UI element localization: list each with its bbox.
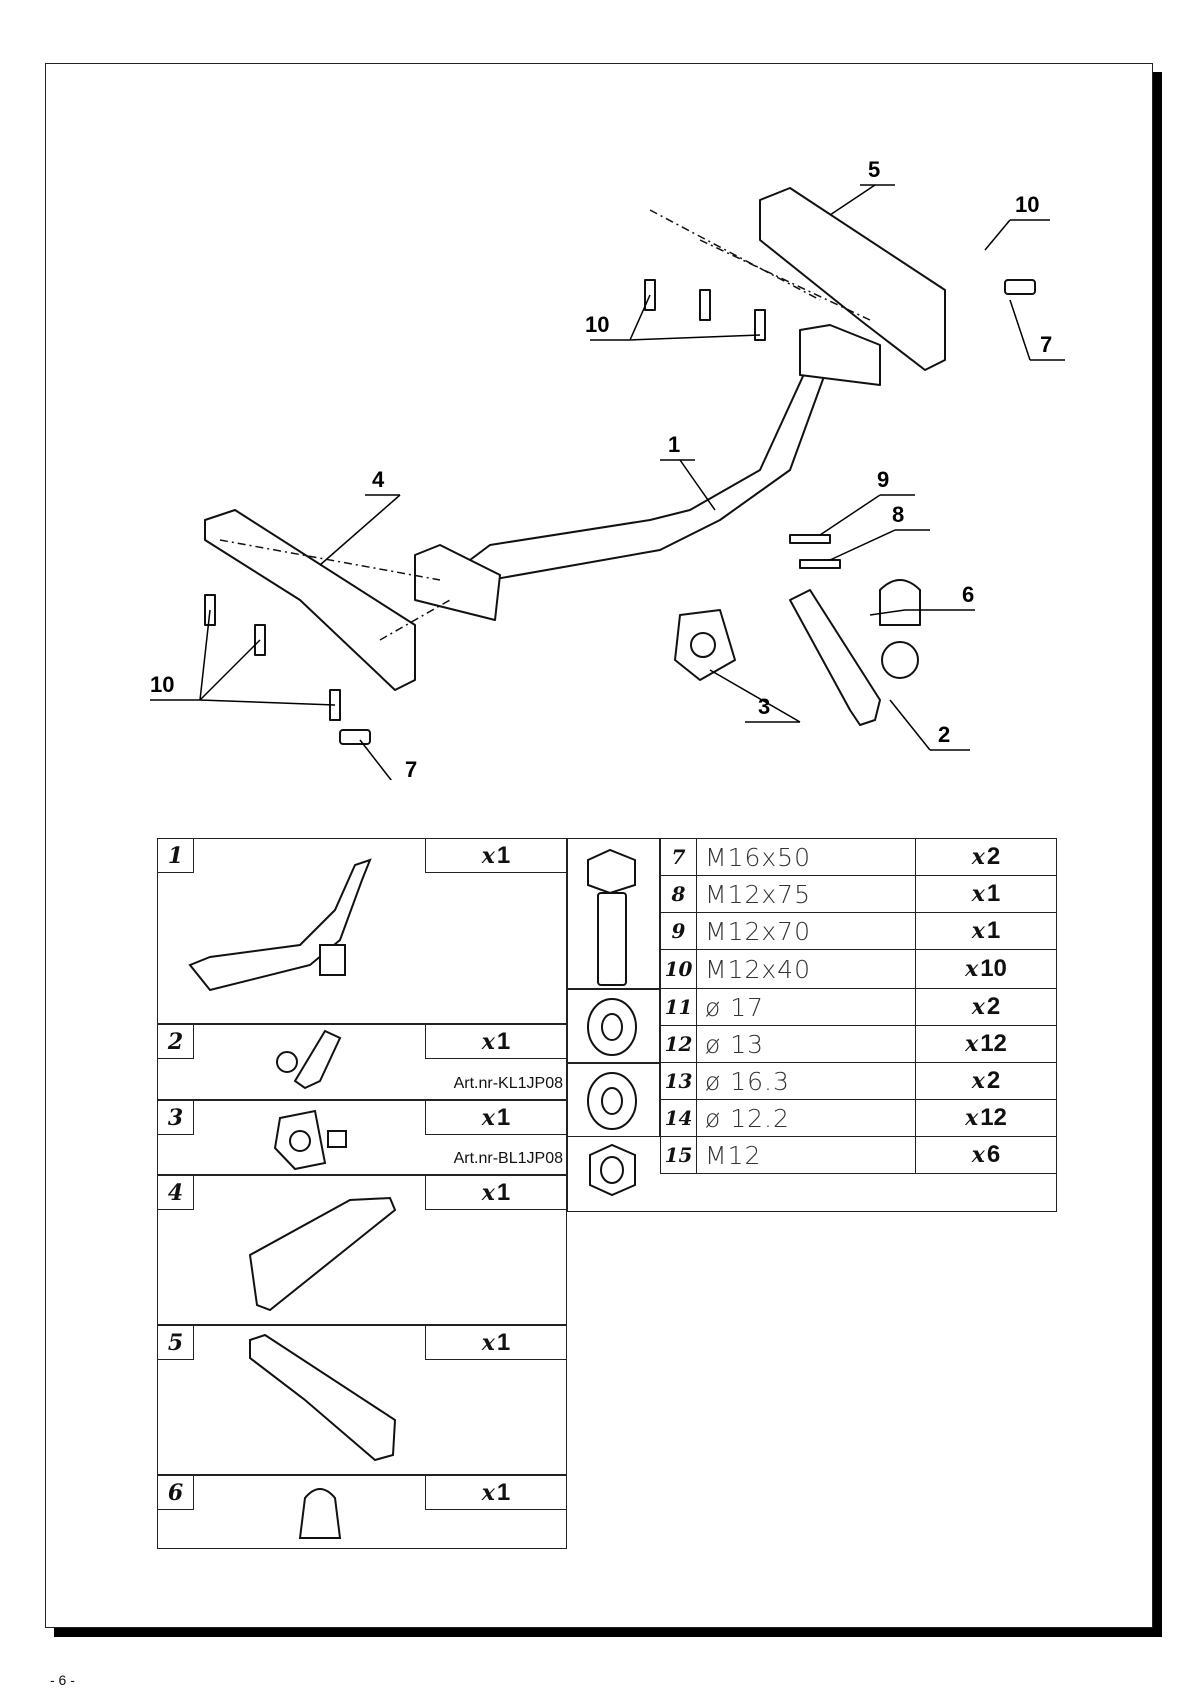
hardware-spec: M12x40 <box>696 949 916 989</box>
hardware-spec: M12 <box>696 1136 916 1174</box>
part-number: 2 <box>157 1024 194 1059</box>
callout-3: 3 <box>758 694 770 719</box>
part-number: 5 <box>157 1325 194 1360</box>
hardware-number: 12 <box>660 1025 697 1063</box>
hardware-number: 13 <box>660 1062 697 1100</box>
part-number: 6 <box>157 1475 194 1510</box>
part-number: 1 <box>157 838 194 873</box>
callout-6: 6 <box>962 582 974 607</box>
article-number: Art.nr-BL1JP08 <box>453 1150 563 1167</box>
hardware-spec: ø 16.3 <box>696 1062 916 1100</box>
callout-1: 1 <box>668 432 680 457</box>
article-number: Art.nr-KL1JP08 <box>453 1075 563 1092</box>
part-number: 4 <box>157 1175 194 1210</box>
callout-10-right: 10 <box>1015 192 1039 217</box>
callout-10-left: 10 <box>150 672 174 697</box>
hardware-spec: ø 12.2 <box>696 1099 916 1137</box>
left-plate <box>414 544 501 621</box>
part-image-beam <box>188 858 372 992</box>
hardware-number: 9 <box>660 912 697 950</box>
part-image-ball-cap <box>298 1488 342 1539</box>
part-image-right-bracket <box>249 1333 397 1462</box>
callout-7-right: 7 <box>1040 332 1052 357</box>
part-image-socket-plate <box>273 1109 347 1171</box>
hardware-spec: M12x70 <box>696 912 916 950</box>
hardware-number: 10 <box>660 949 697 989</box>
callout-9: 9 <box>877 467 889 492</box>
right-plate <box>799 324 881 386</box>
page-number: - 6 - <box>50 1672 75 1688</box>
hardware-number: 15 <box>660 1136 697 1174</box>
part-number: 3 <box>157 1100 194 1135</box>
hardware-spec: M16x50 <box>696 838 916 876</box>
callout-8: 8 <box>892 502 904 527</box>
hardware-images <box>587 848 637 1197</box>
part-image-towball <box>276 1029 342 1090</box>
right-bracket <box>759 187 946 371</box>
callout-10-top: 10 <box>585 312 609 337</box>
hardware-number: 7 <box>660 838 697 876</box>
part-image-left-bracket <box>248 1196 397 1312</box>
callout-7-left: 7 <box>405 757 417 780</box>
hardware-spec: ø 13 <box>696 1025 916 1063</box>
hardware-number: 14 <box>660 1099 697 1137</box>
callout-4: 4 <box>372 467 385 492</box>
hardware-spec: ø 17 <box>696 988 916 1026</box>
hardware-spec: M12x75 <box>696 875 916 913</box>
main-beam <box>469 344 841 581</box>
callout-2: 2 <box>938 722 950 747</box>
assembly-drawing: 1 2 3 4 5 6 7 7 8 9 10 10 10 <box>150 157 1065 780</box>
callout-5: 5 <box>868 157 880 182</box>
hardware-number: 11 <box>660 988 697 1026</box>
left-bracket <box>204 509 416 691</box>
tow-bar <box>789 589 881 726</box>
ball-cap <box>879 579 921 626</box>
hardware-number: 8 <box>660 875 697 913</box>
